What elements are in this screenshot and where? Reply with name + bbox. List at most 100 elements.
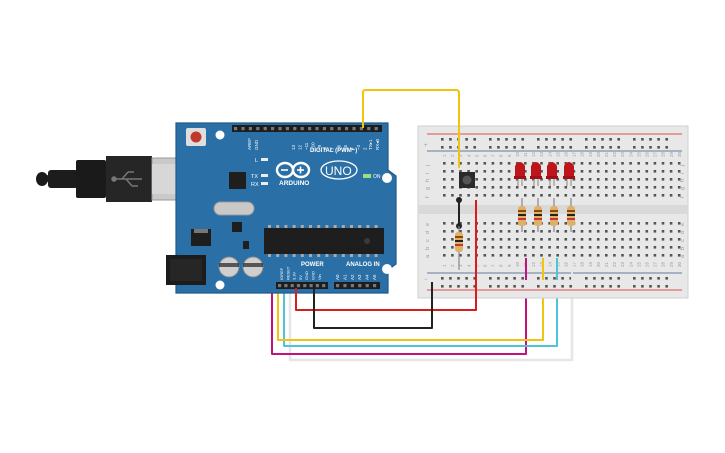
breadboard-hole[interactable]: [548, 194, 551, 197]
breadboard-hole[interactable]: [645, 222, 649, 225]
breadboard-hole[interactable]: [540, 254, 543, 257]
rail-hole[interactable]: [569, 138, 572, 141]
breadboard-hole[interactable]: [629, 170, 632, 173]
rail-hole[interactable]: [513, 277, 516, 280]
breadboard-hole[interactable]: [443, 162, 446, 165]
header-pin[interactable]: [343, 284, 347, 288]
resistor-led-1[interactable]: [518, 198, 526, 232]
breadboard-hole[interactable]: [645, 254, 649, 257]
breadboard-hole[interactable]: [669, 170, 673, 173]
rail-hole[interactable]: [537, 138, 540, 141]
rail-hole[interactable]: [657, 146, 660, 149]
breadboard-hole[interactable]: [645, 170, 649, 173]
rail-hole[interactable]: [649, 285, 652, 288]
breadboard-hole[interactable]: [605, 178, 608, 181]
rail-hole[interactable]: [505, 285, 508, 288]
header-pin[interactable]: [248, 127, 252, 131]
rail-hole[interactable]: [657, 138, 660, 141]
breadboard-hole[interactable]: [661, 178, 665, 181]
rail-hole[interactable]: [489, 277, 492, 280]
rail-hole[interactable]: [521, 277, 524, 280]
breadboard-hole[interactable]: [580, 230, 584, 233]
rail-hole[interactable]: [609, 285, 612, 288]
breadboard-hole[interactable]: [605, 254, 608, 257]
breadboard-hole[interactable]: [669, 246, 673, 249]
rail-hole[interactable]: [521, 285, 524, 288]
breadboard-hole[interactable]: [564, 230, 568, 233]
breadboard-hole[interactable]: [588, 230, 592, 233]
breadboard-hole[interactable]: [669, 222, 673, 225]
breadboard-hole[interactable]: [605, 186, 608, 189]
breadboard-hole[interactable]: [613, 246, 616, 249]
breadboard-hole[interactable]: [451, 170, 454, 173]
breadboard-hole[interactable]: [483, 178, 487, 181]
breadboard-hole[interactable]: [637, 194, 640, 197]
breadboard-hole[interactable]: [637, 186, 640, 189]
breadboard-hole[interactable]: [451, 230, 454, 233]
breadboard-hole[interactable]: [596, 170, 600, 173]
breadboard-hole[interactable]: [524, 170, 527, 173]
header-pin[interactable]: [350, 284, 354, 288]
breadboard-hole[interactable]: [661, 230, 665, 233]
rail-hole[interactable]: [545, 146, 548, 149]
breadboard-hole[interactable]: [443, 170, 446, 173]
header-pin[interactable]: [308, 127, 312, 131]
breadboard-hole[interactable]: [637, 170, 640, 173]
breadboard-hole[interactable]: [556, 230, 559, 233]
breadboard-hole[interactable]: [637, 178, 640, 181]
breadboard-hole[interactable]: [580, 178, 584, 181]
breadboard-hole[interactable]: [653, 254, 657, 257]
breadboard-hole[interactable]: [605, 170, 608, 173]
breadboard-hole[interactable]: [507, 238, 511, 241]
breadboard-hole[interactable]: [588, 254, 592, 257]
breadboard-hole[interactable]: [629, 194, 632, 197]
breadboard-hole[interactable]: [507, 162, 511, 165]
breadboard-hole[interactable]: [548, 254, 551, 257]
breadboard-hole[interactable]: [677, 178, 681, 181]
breadboard-hole[interactable]: [629, 186, 632, 189]
breadboard-hole[interactable]: [564, 254, 568, 257]
breadboard-hole[interactable]: [621, 222, 624, 225]
breadboard-hole[interactable]: [588, 194, 592, 197]
rail-hole[interactable]: [465, 146, 468, 149]
rail-hole[interactable]: [513, 285, 516, 288]
breadboard-hole[interactable]: [596, 238, 600, 241]
breadboard-hole[interactable]: [467, 194, 470, 197]
rail-hole[interactable]: [665, 285, 668, 288]
breadboard-hole[interactable]: [629, 254, 632, 257]
breadboard-hole[interactable]: [532, 230, 535, 233]
breadboard-hole[interactable]: [459, 230, 462, 233]
rail-hole[interactable]: [545, 277, 548, 280]
header-pin[interactable]: [374, 127, 378, 131]
breadboard-hole[interactable]: [524, 178, 527, 181]
breadboard-hole[interactable]: [532, 194, 535, 197]
rail-hole[interactable]: [633, 285, 636, 288]
breadboard-hole[interactable]: [524, 254, 527, 257]
header-pin[interactable]: [315, 127, 319, 131]
breadboard-hole[interactable]: [564, 238, 568, 241]
breadboard-hole[interactable]: [677, 162, 681, 165]
rail-hole[interactable]: [465, 285, 468, 288]
breadboard-hole[interactable]: [621, 230, 624, 233]
breadboard-hole[interactable]: [572, 178, 576, 181]
breadboard-hole[interactable]: [483, 222, 487, 225]
breadboard-hole[interactable]: [475, 194, 478, 197]
rail-hole[interactable]: [617, 138, 620, 141]
header-pin[interactable]: [373, 284, 377, 288]
breadboard-hole[interactable]: [572, 230, 576, 233]
breadboard-hole[interactable]: [499, 254, 503, 257]
header-pin[interactable]: [278, 127, 282, 131]
breadboard-hole[interactable]: [459, 170, 462, 173]
led-group[interactable]: [514, 162, 575, 186]
breadboard-hole[interactable]: [443, 254, 446, 257]
breadboard-hole[interactable]: [621, 186, 624, 189]
breadboard-hole[interactable]: [491, 194, 495, 197]
breadboard-hole[interactable]: [499, 194, 503, 197]
breadboard-hole[interactable]: [613, 222, 616, 225]
rail-hole[interactable]: [513, 138, 516, 141]
resistor-group[interactable]: [518, 198, 575, 232]
breadboard-hole[interactable]: [540, 238, 543, 241]
rail-hole[interactable]: [473, 285, 476, 288]
breadboard-hole[interactable]: [451, 246, 454, 249]
